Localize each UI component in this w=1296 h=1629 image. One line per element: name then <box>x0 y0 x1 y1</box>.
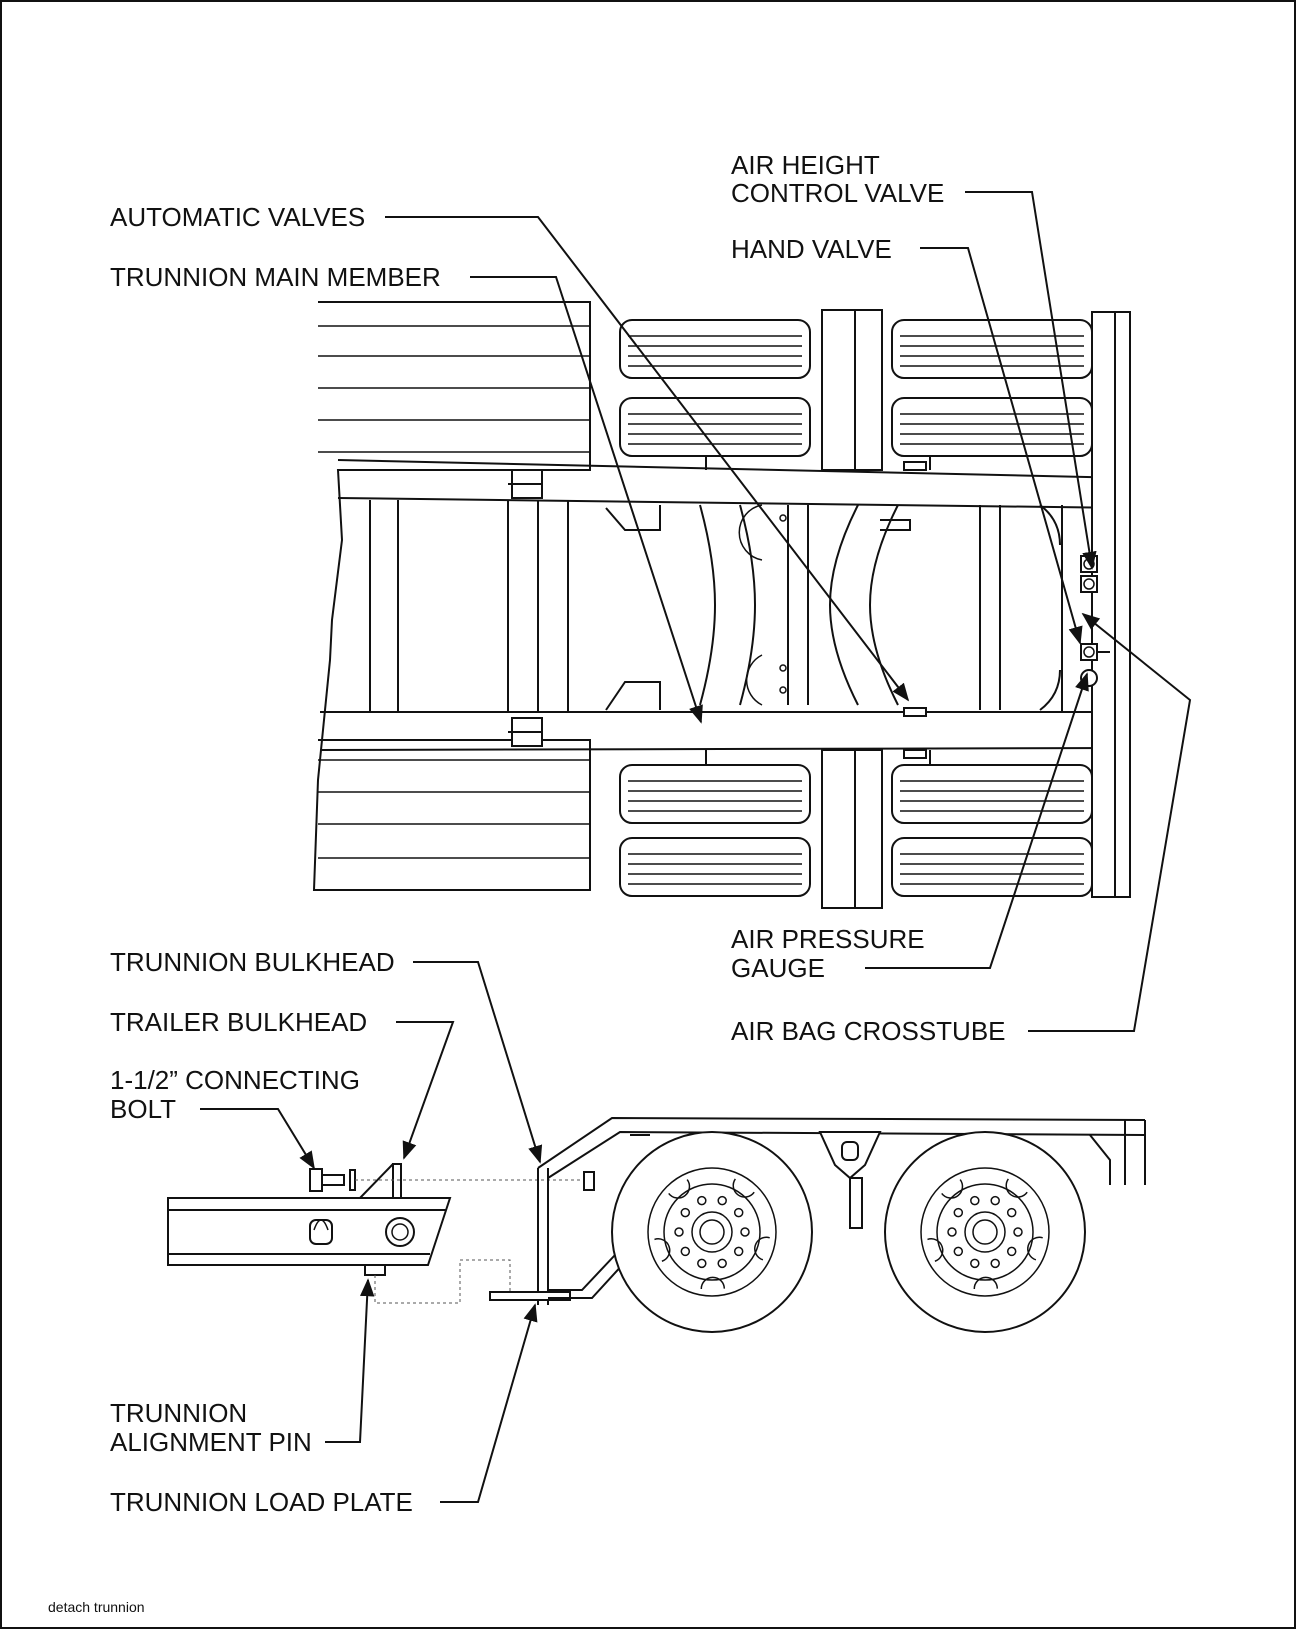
label-trunnion-alignment-pin-2: ALIGNMENT PIN <box>110 1427 312 1457</box>
wheel-hand-hole <box>1005 1178 1028 1198</box>
label-connecting-bolt-1: 1-1/2” CONNECTING <box>110 1065 360 1095</box>
label-air-pressure-gauge-1: AIR PRESSURE <box>731 924 925 954</box>
lug-nut <box>674 1227 684 1237</box>
label-connecting-bolt-2: BOLT <box>110 1094 176 1124</box>
wheel-hand-hole <box>1027 1236 1043 1261</box>
label-air-height-control-valve-1: AIR HEIGHT <box>731 150 880 180</box>
label-hand-valve: HAND VALVE <box>731 234 892 264</box>
side-view-wheels <box>611 1131 1086 1333</box>
wheel-hand-hole <box>927 1238 944 1262</box>
lug-nut <box>733 1246 744 1257</box>
lug-nut <box>970 1195 980 1206</box>
leader-lines <box>200 191 1192 1503</box>
label-trailer-bulkhead: TRAILER BULKHEAD <box>110 1007 367 1037</box>
lug-nut <box>697 1258 707 1269</box>
lug-nut <box>1006 1207 1017 1218</box>
lug-nut <box>1006 1246 1017 1257</box>
label-air-height-control-valve-2: CONTROL VALVE <box>731 178 944 208</box>
lug-nut <box>733 1207 744 1218</box>
lug-nut <box>990 1195 1000 1206</box>
label-air-pressure-gauge-2: GAUGE <box>731 953 825 983</box>
lug-nut <box>697 1195 707 1206</box>
lug-nut <box>717 1195 727 1206</box>
connecting-bolt-assemblies-top <box>508 469 543 747</box>
tires-top-view <box>619 309 1093 909</box>
lug-nut <box>947 1227 957 1237</box>
lug-nut <box>1013 1227 1023 1237</box>
label-trunnion-main-member: TRUNNION MAIN MEMBER <box>110 262 441 292</box>
lug-nut <box>990 1258 1000 1269</box>
label-trunnion-load-plate: TRUNNION LOAD PLATE <box>110 1487 413 1517</box>
wheel-hand-hole <box>654 1238 671 1262</box>
label-air-bag-crosstube: AIR BAG CROSSTUBE <box>731 1016 1006 1046</box>
wheel-hand-hole <box>732 1178 755 1198</box>
lug-nut <box>970 1258 980 1269</box>
label-trunnion-alignment-pin-1: TRUNNION <box>110 1398 247 1428</box>
footer-caption: detach trunnion <box>48 1599 145 1615</box>
wheel-hand-hole <box>973 1276 999 1290</box>
lug-nut <box>953 1246 964 1257</box>
lug-nut <box>680 1246 691 1257</box>
label-trunnion-bulkhead: TRUNNION BULKHEAD <box>110 947 395 977</box>
lug-nut <box>680 1207 691 1218</box>
wheel-hand-hole <box>941 1179 964 1199</box>
label-automatic-valves: AUTOMATIC VALVES <box>110 202 365 232</box>
lug-nut <box>740 1227 750 1237</box>
lug-nut <box>953 1207 964 1218</box>
trunnion-frame <box>319 311 1131 898</box>
side-view-drawing <box>167 1116 1146 1333</box>
wheel-hand-hole <box>700 1276 726 1290</box>
wheel-hand-hole <box>668 1179 691 1199</box>
wheel-hand-hole <box>754 1236 770 1261</box>
top-view-drawing <box>312 301 1131 909</box>
lug-nut <box>717 1258 727 1269</box>
trailer-deck-planks <box>312 301 591 891</box>
